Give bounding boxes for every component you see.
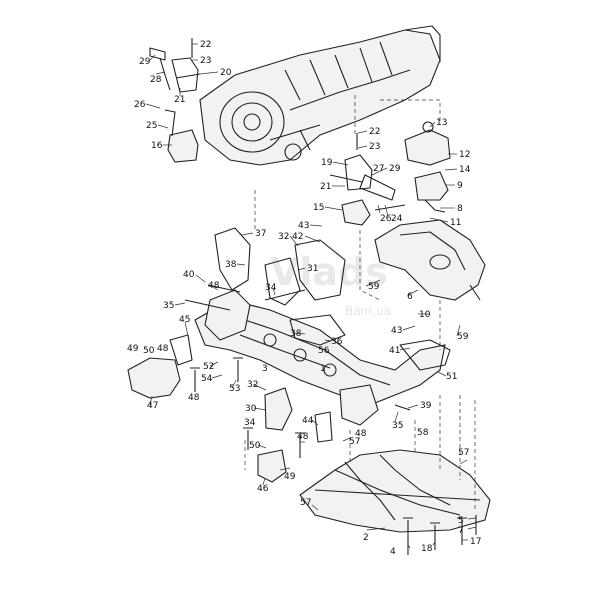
callout-label: 35 xyxy=(163,301,174,311)
callout-label: 3 xyxy=(262,364,268,374)
callout-label: 53 xyxy=(229,384,240,394)
callout-label: 59 xyxy=(368,282,380,292)
callout-label: 8 xyxy=(457,204,463,214)
callout-label: 14 xyxy=(459,165,471,175)
callout-label: 56 xyxy=(318,346,330,356)
callout-label: 10 xyxy=(419,310,431,320)
callout-labels: 22 23 29 28 20 21 26 25 16 22 23 13 12 1… xyxy=(127,40,481,557)
callout-label: 28 xyxy=(150,75,162,85)
callout-label: 48 xyxy=(157,344,169,354)
callout-label: 29 xyxy=(139,57,151,67)
callout-label: 50 xyxy=(249,441,261,451)
callout-label: 9 xyxy=(457,181,463,191)
callout-label: 35 xyxy=(392,421,403,431)
watermark: Vlads Bam.ua xyxy=(270,250,391,318)
callout-label: 23 xyxy=(369,142,380,152)
callout-label: 15 xyxy=(313,203,324,213)
callout-label: 45 xyxy=(179,315,190,325)
callout-label: 20 xyxy=(220,68,232,78)
callout-label: 42 xyxy=(292,232,303,242)
callout-label: 46 xyxy=(257,484,269,494)
subframe-assembly xyxy=(194,227,451,426)
callout-label: 22 xyxy=(369,127,380,137)
callout-label: 32 xyxy=(278,232,289,242)
callout-label: 48 xyxy=(208,281,220,291)
callout-label: 49 xyxy=(284,472,296,482)
callout-label: 59 xyxy=(457,332,469,342)
callout-label: 48 xyxy=(188,393,200,403)
callout-label: 21 xyxy=(174,95,185,105)
gearbox-mount-left xyxy=(149,38,201,163)
callout-label: 16 xyxy=(151,141,163,151)
gearbox-mount-right xyxy=(329,121,451,226)
callout-label: 4 xyxy=(390,547,396,557)
callout-label: 48 xyxy=(355,429,367,439)
callout-label: 36 xyxy=(331,337,343,347)
callout-label: 41 xyxy=(389,346,400,356)
callout-label: 7 xyxy=(458,526,464,536)
bolts xyxy=(184,284,477,555)
callout-label: 47 xyxy=(147,401,158,411)
crossmember-right xyxy=(374,219,486,301)
callout-label: 2 xyxy=(363,533,369,543)
leader-lines xyxy=(145,43,477,549)
callout-label: 51 xyxy=(446,372,457,382)
callout-label: 32 xyxy=(247,380,258,390)
callout-label: 57 xyxy=(349,437,360,447)
callout-label: 34 xyxy=(244,418,256,428)
callout-label: 23 xyxy=(200,56,211,66)
callout-label: 19 xyxy=(321,158,333,168)
callout-label: 24 xyxy=(391,214,403,224)
callout-label: 5 xyxy=(458,516,464,526)
callout-label: 6 xyxy=(407,292,413,302)
callout-label: 26 xyxy=(380,214,392,224)
callout-label: 57 xyxy=(458,448,469,458)
skid-plate xyxy=(299,449,491,533)
bracket-left xyxy=(127,334,333,483)
callout-label: 13 xyxy=(436,118,447,128)
callout-label: 34 xyxy=(265,283,277,293)
callout-label: 57 xyxy=(300,498,311,508)
callout-label: 49 xyxy=(127,344,139,354)
watermark-brand: Vlads xyxy=(270,250,388,294)
callout-label: 54 xyxy=(201,374,213,384)
callout-label: 37 xyxy=(255,229,266,239)
callout-label: 12 xyxy=(459,150,470,160)
callout-label: 31 xyxy=(307,264,318,274)
callout-label: 1 xyxy=(320,364,326,374)
callout-label: 39 xyxy=(420,401,432,411)
callout-label: 25 xyxy=(146,121,157,131)
callout-label: 17 xyxy=(470,537,481,547)
watermark-sub: Bam.ua xyxy=(345,304,391,318)
callout-label: 40 xyxy=(183,270,195,280)
callout-label: 58 xyxy=(417,428,429,438)
callout-label: 38 xyxy=(225,260,237,270)
callout-label: 29 xyxy=(389,164,401,174)
callout-label: 22 xyxy=(200,40,211,50)
callout-label: 30 xyxy=(245,404,257,414)
callout-label: 48 xyxy=(297,432,309,442)
callout-label: 11 xyxy=(450,218,461,228)
gearbox-assembly xyxy=(199,25,441,166)
callout-label: 21 xyxy=(320,182,331,192)
callout-label: 44 xyxy=(302,416,314,426)
callout-label: 43 xyxy=(391,326,402,336)
callout-label: 18 xyxy=(421,544,433,554)
callout-label: 52 xyxy=(203,362,214,372)
callout-label: 27 xyxy=(373,164,384,174)
callout-label: 43 xyxy=(298,221,309,231)
callout-label: 38 xyxy=(290,329,302,339)
callout-label: 50 xyxy=(143,346,155,356)
callout-label: 26 xyxy=(134,100,146,110)
assembly-dash-lines xyxy=(244,95,476,510)
